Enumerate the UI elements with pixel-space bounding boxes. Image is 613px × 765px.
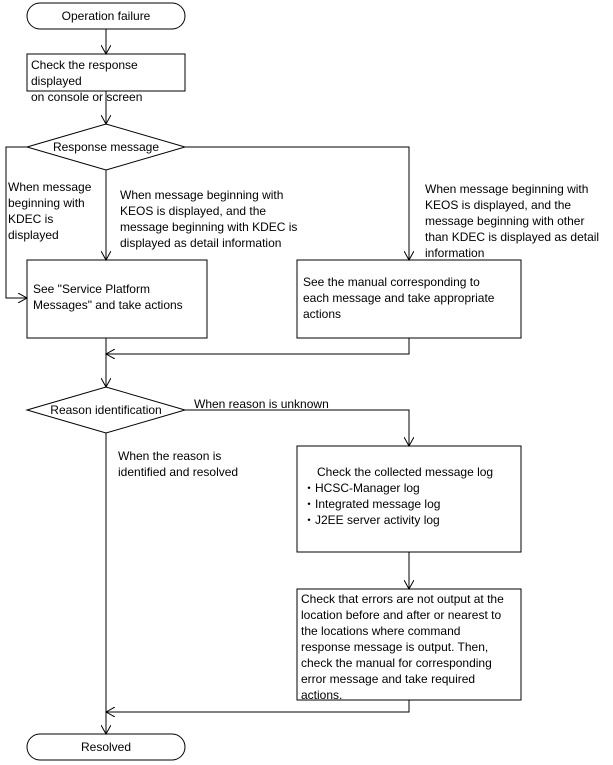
- check-response-box: [26, 53, 186, 92]
- log-item-j2ee: ・J2EE server activity log: [303, 513, 440, 527]
- start-label: Operation failure: [61, 9, 151, 23]
- log-item-hcsc: ・HCSC-Manager log: [303, 481, 420, 495]
- check-errors-label: Check that errors are not output at the …: [301, 592, 504, 702]
- reason-resolved-label: When the reason is identified and resolv…: [118, 449, 239, 479]
- branch-kdec-label: When message beginning with KDEC is disp…: [8, 180, 92, 242]
- response-decision-label: Response message: [52, 140, 160, 154]
- end-label: Resolved: [80, 740, 132, 754]
- log-title: Check the collected message log: [317, 465, 494, 479]
- reason-decision-label: Reason identification: [50, 403, 162, 417]
- branch-keos-kdec-label: When message beginning with KEOS is disp…: [120, 188, 298, 250]
- branch-keos-other-label: When message beginning with KEOS is disp…: [425, 182, 600, 260]
- reason-unknown-label: When reason is unknown: [194, 397, 329, 411]
- see-platform-label: See "Service Platform Messages" and take…: [33, 282, 183, 312]
- see-manual-label: See the manual corresponding to each mes…: [303, 275, 495, 321]
- log-item-integrated: ・Integrated message log: [303, 497, 441, 511]
- see-platform-box: [26, 259, 208, 339]
- see-manual-box: [296, 259, 522, 339]
- check-errors-box: [296, 588, 522, 701]
- log-box: [296, 445, 522, 553]
- check-response-label: Check the response displayed on console …: [31, 58, 143, 104]
